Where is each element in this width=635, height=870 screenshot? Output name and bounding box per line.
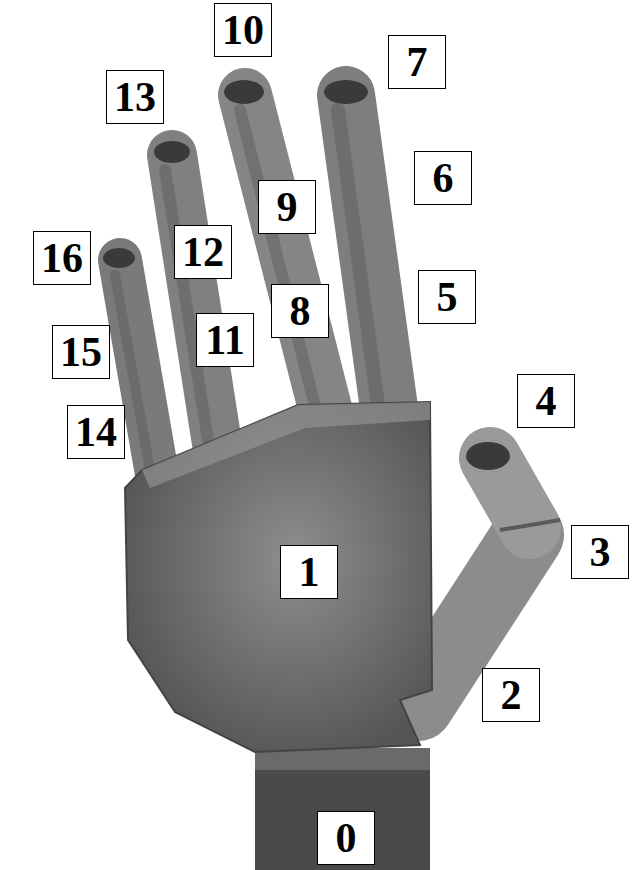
callout-number: 16: [33, 231, 91, 285]
callout-number: 2: [482, 668, 540, 722]
callout-number: 13: [106, 70, 164, 124]
callout-number: 7: [388, 35, 446, 89]
callout-number: 4: [517, 374, 575, 428]
callout-number: 14: [67, 405, 125, 459]
callout-number: 15: [52, 325, 110, 379]
callout-number: 3: [571, 525, 629, 579]
callout-number: 11: [196, 313, 254, 367]
callout-number: 0: [317, 811, 375, 865]
callout-number: 12: [174, 225, 232, 279]
callout-number: 10: [214, 3, 272, 57]
callout-number: 6: [414, 151, 472, 205]
callout-number: 8: [271, 284, 329, 338]
callout-number: 5: [418, 270, 476, 324]
callout-number: 9: [258, 180, 316, 234]
callout-number: 1: [280, 545, 338, 599]
